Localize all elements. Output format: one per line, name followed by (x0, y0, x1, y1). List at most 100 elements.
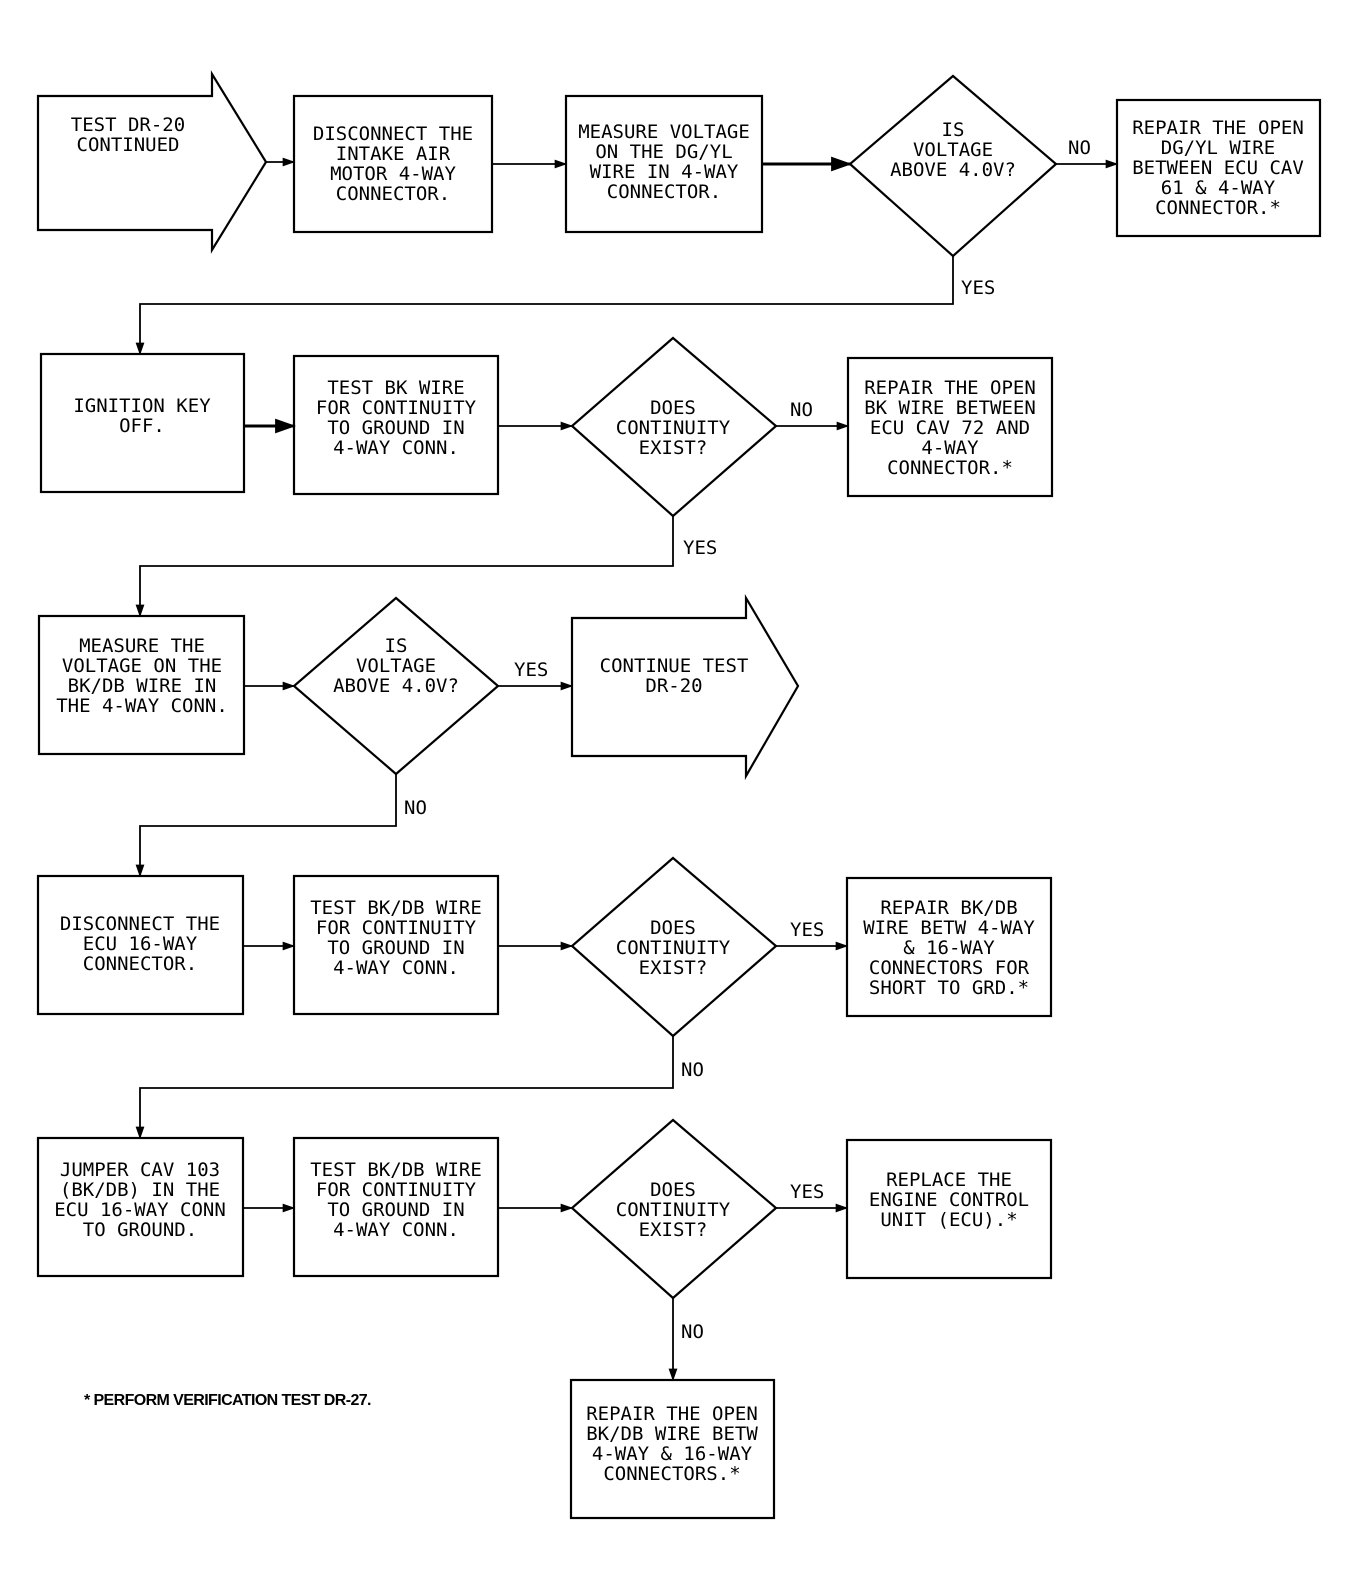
label-line: REPAIR THE OPEN (1132, 117, 1304, 139)
label-line: 4-WAY & 16-WAY (592, 1443, 753, 1465)
label-line: UNIT (ECU).* (880, 1209, 1017, 1231)
branch-label-d4-yes: YES (790, 919, 824, 941)
label-line: DISCONNECT THE (60, 913, 220, 935)
label-line: BK/DB WIRE BETW (586, 1423, 758, 1445)
label-line: TEST BK/DB WIRE (310, 897, 482, 919)
label-line: DOES (650, 397, 696, 419)
label-line: CONNECTOR. (83, 953, 197, 975)
label-line: DISCONNECT THE (313, 123, 473, 145)
repair-bkdb-open-box (569, 1378, 776, 1520)
arrow-d1-yes (135, 256, 954, 356)
label-line: BK WIRE BETWEEN (864, 397, 1036, 419)
label-line: IGNITION KEY (73, 395, 211, 417)
label-line: & 16-WAY (903, 937, 995, 959)
label-line: WIRE BETW 4-WAY (863, 917, 1035, 939)
label-line: FOR CONTINUITY (316, 917, 477, 939)
label-line: INTAKE AIR (336, 143, 451, 165)
branch-label-d3-yes: YES (514, 659, 548, 681)
label-line: TO GROUND IN (327, 937, 464, 959)
branch-label-d5-no: NO (681, 1321, 704, 1343)
arrow-d4-no (135, 1036, 674, 1140)
start-arrow-shape (36, 70, 268, 254)
node-test-bk-box (292, 354, 500, 496)
label-line: ENGINE CONTROL (869, 1189, 1029, 1211)
label-line: REPAIR BK/DB (880, 897, 1017, 919)
label-line: 61 & 4-WAY (1161, 177, 1276, 199)
label-line: DOES (650, 917, 696, 939)
branch-label-d1-yes: YES (961, 277, 995, 299)
branch-label-d4-no: NO (681, 1059, 704, 1081)
node-jumper-cav-box (36, 1136, 245, 1278)
label-line: EXIST? (639, 437, 708, 459)
label-line: CONNECTOR. (607, 181, 721, 203)
label-line: CONTINUITY (616, 937, 731, 959)
node-disconnect-ecu-box (36, 874, 245, 1016)
node-test-bkdb-1-box (292, 874, 500, 1016)
branch-label-d1-no: NO (1068, 137, 1091, 159)
label-line: MEASURE VOLTAGE (578, 121, 750, 143)
label-line: CONTINUITY (616, 417, 731, 439)
continue-test-arrow-shape (570, 593, 800, 781)
node-measure-dgyl-box (564, 94, 764, 234)
node-disconnect-intake-box (292, 94, 494, 234)
label-line: EXIST? (639, 1219, 708, 1241)
label-line: OFF. (119, 415, 165, 437)
branch-label-d3-no: NO (404, 797, 427, 819)
label-line: ECU 16-WAY (83, 933, 198, 955)
label-line: DG/YL WIRE (1161, 137, 1275, 159)
label-line: VOLTAGE ON THE (62, 655, 222, 677)
label-line: FOR CONTINUITY (316, 397, 477, 419)
label-line: VOLTAGE (913, 139, 993, 161)
label-line: TO GROUND IN (327, 1199, 464, 1221)
node-measure-bkdb-box (37, 614, 246, 756)
branch-label-d5-yes: YES (790, 1181, 824, 1203)
label-line: TO GROUND IN (327, 417, 464, 439)
label-line: THE 4-WAY CONN. (56, 695, 228, 717)
label-line: MOTOR 4-WAY (330, 163, 456, 185)
label-line: ECU CAV 72 AND (870, 417, 1030, 439)
label-line: CONNECTORS.* (603, 1463, 740, 1485)
label-line: EXIST? (639, 957, 708, 979)
arrow-d2-yes (135, 516, 674, 618)
label-line: VOLTAGE (356, 655, 436, 677)
label-line: MEASURE THE (79, 635, 205, 657)
label-line: WIRE IN 4-WAY (590, 161, 739, 183)
label-line: CONTINUE TEST (600, 655, 749, 677)
label-line: TO GROUND. (83, 1219, 197, 1241)
branch-label-d2-yes: YES (683, 537, 717, 559)
label-line: IS (385, 635, 408, 657)
label-line: REPAIR THE OPEN (864, 377, 1036, 399)
label-line: JUMPER CAV 103 (60, 1159, 220, 1181)
label-line: BK/DB WIRE IN (68, 675, 217, 697)
arrow-d3-no (135, 774, 397, 878)
label-line: CONTINUED (77, 134, 180, 156)
label-line: 4-WAY CONN. (333, 437, 459, 459)
branch-label-d2-no: NO (790, 399, 813, 421)
label-line: IS (942, 119, 965, 141)
label-line: TEST BK WIRE (327, 377, 464, 399)
label-line: DOES (650, 1179, 696, 1201)
label-line: CONNECTOR. (336, 183, 450, 205)
label-line: (BK/DB) IN THE (60, 1179, 220, 1201)
label-line: BETWEEN ECU CAV (1132, 157, 1304, 179)
label-line: 4-WAY (921, 437, 979, 459)
repair-bkdb-short-box (845, 876, 1053, 1018)
label-line: CONNECTOR.* (1155, 197, 1281, 219)
footnote-verification: * PERFORM VERIFICATION TEST DR-27. (84, 1392, 371, 1409)
